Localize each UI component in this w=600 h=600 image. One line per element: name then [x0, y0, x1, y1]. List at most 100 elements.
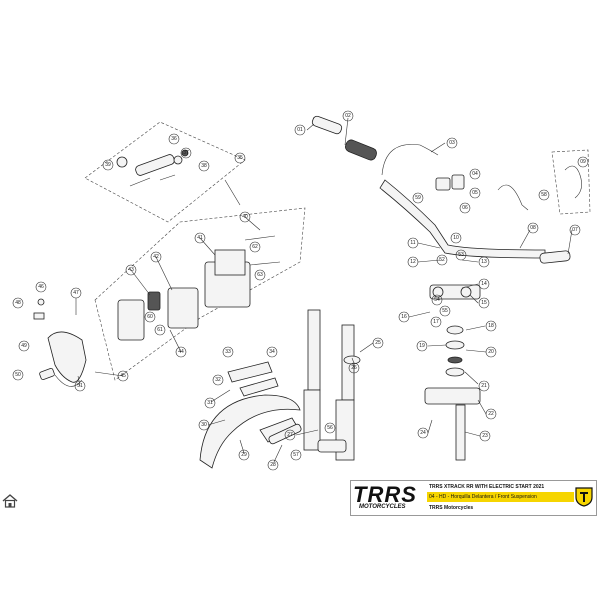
callout-32: 32	[212, 374, 224, 386]
callout-45: 45	[117, 370, 129, 382]
svg-text:59: 59	[415, 195, 421, 201]
callout-27: 27	[284, 429, 296, 441]
callout-43: 43	[125, 264, 137, 276]
callout-17: 17	[430, 316, 442, 328]
callout-51: 51	[74, 380, 86, 392]
callout-23: 23	[479, 430, 491, 442]
callout-24: 24	[417, 427, 429, 439]
svg-text:61: 61	[157, 327, 163, 333]
svg-text:60: 60	[147, 314, 153, 320]
callout-33: 33	[222, 346, 234, 358]
callout-30: 30	[198, 419, 210, 431]
callout-16: 16	[398, 311, 410, 323]
svg-text:27: 27	[287, 432, 293, 438]
svg-text:04: 04	[472, 171, 478, 177]
svg-text:57: 57	[293, 452, 299, 458]
svg-text:16: 16	[401, 314, 407, 320]
section-title: 04 - HD - Horquilla Delantera / Front Su…	[427, 492, 574, 502]
steering-assembly	[424, 284, 481, 461]
callout-01: 01	[294, 124, 306, 136]
fender-bracket	[227, 361, 279, 397]
svg-text:21: 21	[481, 383, 487, 389]
svg-text:47: 47	[73, 290, 79, 296]
home-icon[interactable]	[2, 494, 18, 508]
callout-14: 14	[478, 278, 490, 290]
shield-emblem-icon	[575, 487, 593, 507]
svg-text:34: 34	[269, 349, 275, 355]
svg-text:42: 42	[153, 254, 159, 260]
svg-text:24: 24	[420, 430, 426, 436]
callout-10: 10	[450, 232, 462, 244]
svg-text:51: 51	[77, 383, 83, 389]
callout-35: 35	[234, 152, 246, 164]
svg-text:63: 63	[257, 272, 263, 278]
svg-text:43: 43	[128, 267, 134, 273]
svg-text:13: 13	[481, 259, 487, 265]
svg-text:31: 31	[207, 400, 213, 406]
callout-37: 37	[180, 147, 192, 159]
callout-25: 25	[372, 337, 384, 349]
svg-text:30: 30	[201, 422, 207, 428]
svg-text:02: 02	[345, 113, 351, 119]
svg-text:14: 14	[481, 281, 487, 287]
callout-29: 29	[238, 449, 250, 461]
svg-text:06: 06	[462, 205, 468, 211]
svg-text:28: 28	[270, 462, 276, 468]
callout-58: 58	[538, 189, 550, 201]
title-block: TRRS MOTORCYCLES TRRS XTRACK RR WITH ELE…	[350, 480, 597, 516]
callout-31: 31	[204, 397, 216, 409]
svg-text:07: 07	[572, 227, 578, 233]
callout-15: 15	[478, 297, 490, 309]
electrics-parts	[117, 235, 281, 341]
callout-61: 61	[154, 324, 166, 336]
svg-text:44: 44	[178, 349, 184, 355]
svg-text:22: 22	[488, 411, 494, 417]
svg-text:29: 29	[241, 452, 247, 458]
svg-text:35: 35	[237, 155, 243, 161]
callout-11: 11	[407, 237, 419, 249]
svg-text:32: 32	[215, 377, 221, 383]
svg-text:05: 05	[472, 190, 478, 196]
svg-text:46: 46	[38, 284, 44, 290]
svg-text:41: 41	[197, 235, 203, 241]
svg-text:25: 25	[375, 340, 381, 346]
callout-12: 12	[407, 256, 419, 268]
svg-text:52: 52	[439, 257, 445, 263]
callout-20: 20	[485, 346, 497, 358]
svg-text:19: 19	[419, 343, 425, 349]
svg-text:49: 49	[21, 343, 27, 349]
electrics-group-outline	[94, 207, 306, 381]
svg-text:03: 03	[449, 140, 455, 146]
callout-26: 26	[348, 362, 360, 374]
svg-text:23: 23	[482, 433, 488, 439]
svg-text:45: 45	[120, 373, 126, 379]
throttle-parts	[116, 149, 189, 187]
logo-wordmark: TRRS	[353, 482, 417, 507]
svg-text:62: 62	[252, 244, 258, 250]
callout-36: 36	[168, 133, 180, 145]
maker-name: TRRS Motorcycles	[429, 505, 474, 511]
front-mask	[33, 298, 87, 387]
svg-text:40: 40	[242, 214, 248, 220]
model-title: TRRS XTRACK RR WITH ELECTRIC START 2021	[429, 484, 545, 490]
svg-text:39: 39	[105, 162, 111, 168]
svg-text:55: 55	[442, 308, 448, 314]
callout-53: 53	[455, 249, 467, 261]
callout-57: 57	[290, 449, 302, 461]
callout-63: 63	[254, 269, 266, 281]
logo-tagline: MOTORCYCLES	[359, 504, 406, 510]
throttle-group-outline	[84, 121, 246, 223]
svg-text:56: 56	[327, 425, 333, 431]
callout-54: 54	[431, 294, 443, 306]
callout-50: 50	[12, 369, 24, 381]
svg-text:48: 48	[15, 300, 21, 306]
svg-text:15: 15	[481, 300, 487, 306]
callout-42: 42	[150, 251, 162, 263]
callout-41: 41	[194, 232, 206, 244]
callout-34: 34	[266, 346, 278, 358]
callout-47: 47	[70, 287, 82, 299]
callout-55: 55	[439, 305, 451, 317]
callout-06: 06	[459, 202, 471, 214]
callout-07: 07	[569, 224, 581, 236]
